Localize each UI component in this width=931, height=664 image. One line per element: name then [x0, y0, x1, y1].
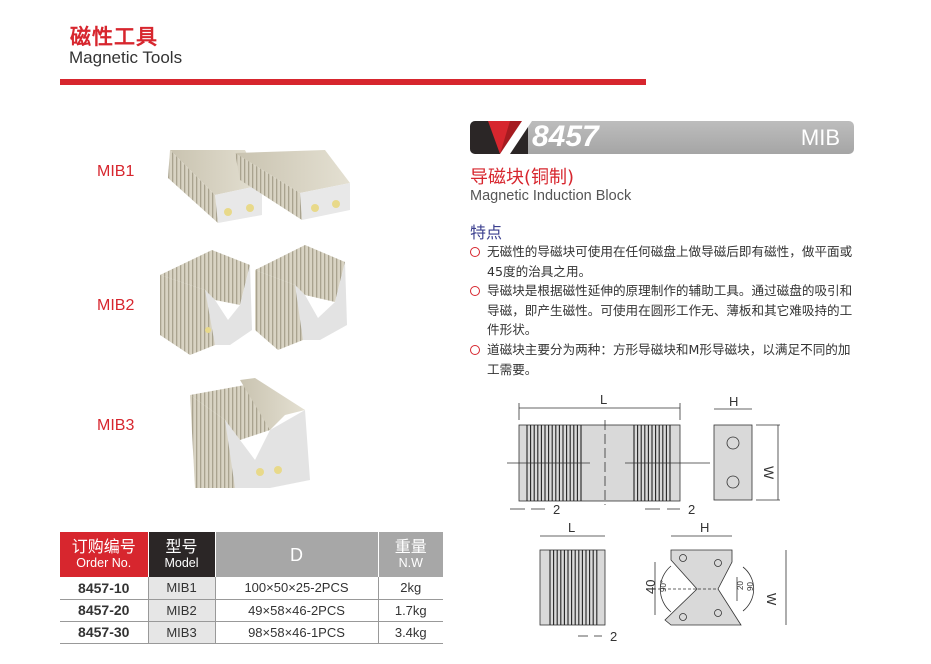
features-list: 无磁性的导磁块可使用在任何磁盘上做导磁后即有磁性，做平面或45度的治具之用。 导…: [470, 242, 860, 379]
product-name-cn: 导磁块(铜制): [470, 167, 575, 188]
svg-text:2: 2: [553, 502, 560, 517]
svg-text:2: 2: [688, 502, 695, 517]
bullet-circle-icon: [470, 344, 480, 355]
feature-item: 导磁块是根据磁性延伸的原理制作的辅助工具。通过磁盘的吸引和导磁，即产生磁性。可使…: [470, 281, 860, 340]
v-logo-icon: [488, 121, 532, 154]
product-photos: [160, 150, 350, 488]
feature-item: 道磁块主要分为两种：方形导磁块和M形导磁块，以满足不同的加工需要。: [470, 340, 860, 379]
model-label-mib2: MIB2: [97, 297, 135, 314]
bullet-circle-icon: [470, 286, 480, 297]
page-title: 磁性工具: [70, 25, 158, 49]
svg-text:90°: 90°: [659, 580, 668, 592]
product-banner: 8457 MIB: [470, 121, 854, 154]
photo-mib2: [160, 245, 347, 355]
svg-text:H: H: [700, 520, 709, 535]
svg-text:L: L: [600, 392, 607, 407]
bullet-circle-icon: [470, 247, 480, 257]
divider: [60, 79, 646, 85]
technical-drawing: L H W 2 2 L H 2 40 90° 20 90 W: [507, 392, 787, 644]
photo-mib1: [168, 150, 350, 223]
svg-text:90: 90: [746, 582, 755, 591]
series-number: 8457: [532, 121, 599, 153]
page-subtitle: Magnetic Tools: [69, 48, 183, 67]
svg-text:H: H: [729, 394, 738, 409]
model-label-mib1: MIB1: [97, 163, 135, 180]
features-heading: 特点: [470, 223, 503, 242]
svg-text:L: L: [568, 520, 575, 535]
svg-text:W: W: [761, 466, 777, 480]
svg-text:40: 40: [643, 580, 658, 594]
dimension-labels: L H W 2 2 L H 2 40 90° 20 90 W: [553, 392, 779, 644]
svg-text:2: 2: [610, 629, 617, 644]
photo-mib3: [190, 378, 310, 488]
series-code: MIB: [800, 125, 840, 150]
svg-text:W: W: [764, 593, 779, 606]
feature-item: 无磁性的导磁块可使用在任何磁盘上做导磁后即有磁性，做平面或45度的治具之用。: [470, 242, 860, 281]
product-name-en: Magnetic Induction Block: [470, 188, 632, 204]
model-label-mib3: MIB3: [97, 417, 135, 434]
svg-text:20: 20: [736, 581, 745, 590]
col-d: D: [214, 532, 378, 577]
